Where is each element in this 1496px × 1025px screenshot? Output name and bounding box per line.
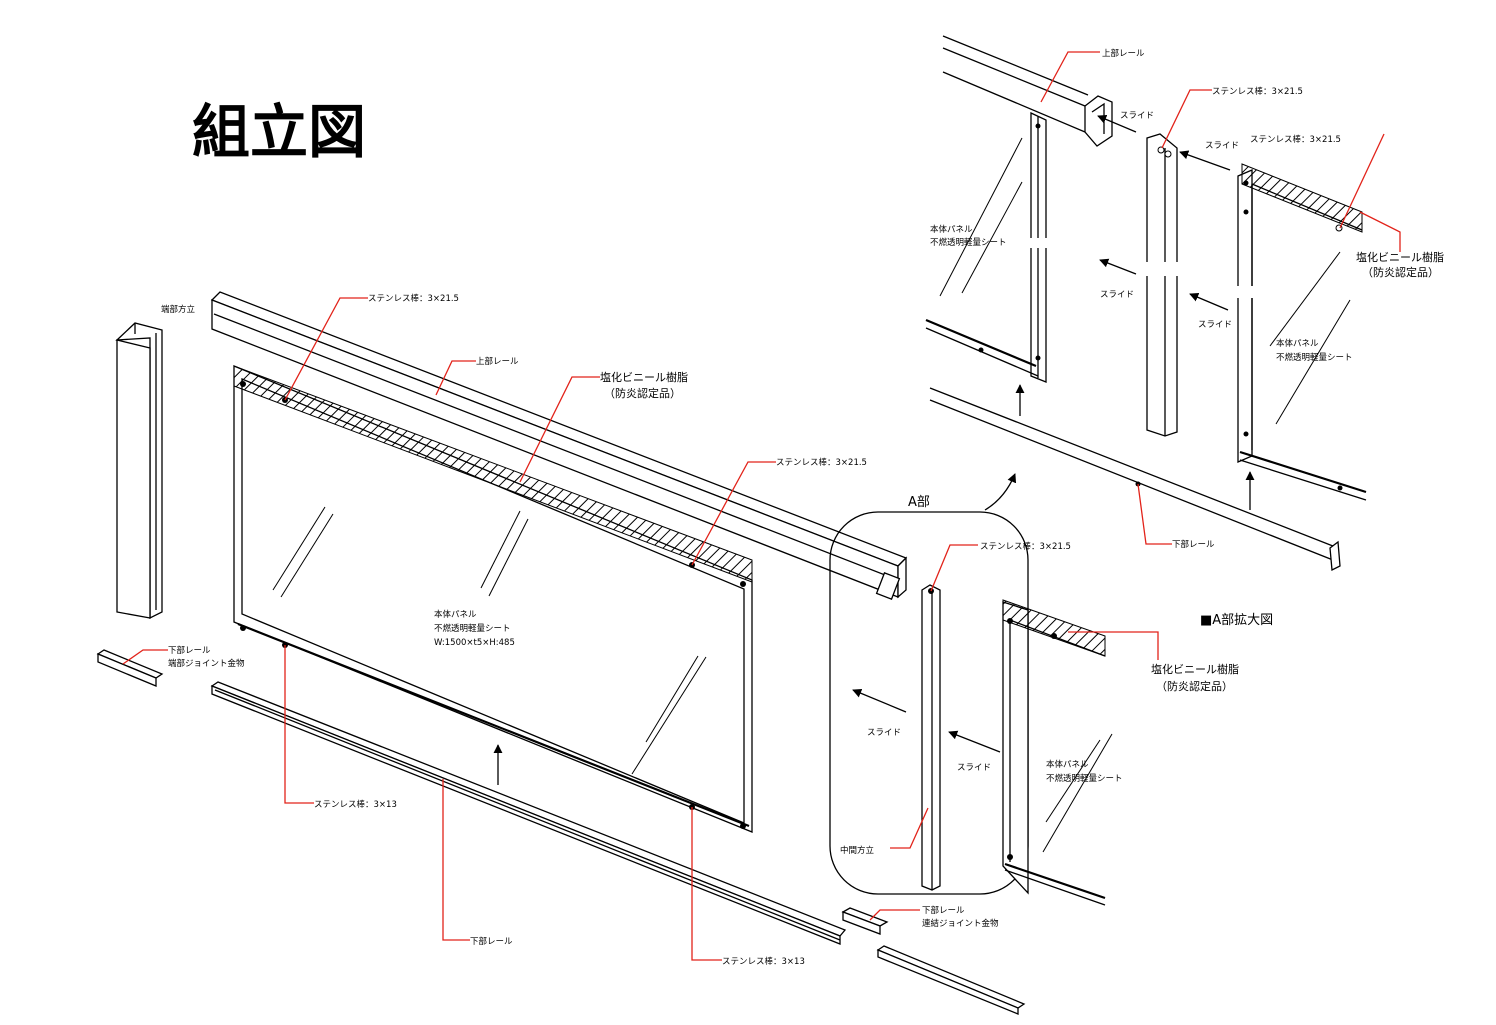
enl-pvc-1: 塩化ビニール樹脂 [1356, 250, 1444, 264]
detail-a-label: A部 [908, 495, 930, 510]
middle-post [921, 584, 941, 891]
label-ss-top-right: ステンレス棒：3×21.5 [776, 457, 867, 468]
label-ss-bottom-right: ステンレス棒：3×13 [722, 956, 805, 967]
label-pvc-2: （防炎認定品） [604, 386, 681, 400]
enl-slide-1: スライド [1120, 111, 1154, 121]
main-assembly: 端部方立 ステンレス棒：3×21.5 上部レール 塩化ビニール樹脂 （防炎認定品… [96, 291, 1026, 1015]
enl-slide-4: スライド [1198, 320, 1232, 330]
label-ss-bottom-left: ステンレス棒：3×13 [314, 799, 397, 810]
detail-a-panel-1: 本体パネル [1046, 759, 1089, 770]
end-joint [96, 649, 164, 687]
detail-a-slide-left: スライド [867, 728, 901, 738]
label-panel-1: 本体パネル [434, 609, 477, 620]
detail-a-pvc-1: 塩化ビニール樹脂 [1151, 662, 1239, 676]
end-post [115, 322, 163, 620]
detail-a: A部 ステンレス棒：3×21.5 スライド スライド 中間方立 本体パネル 不燃 [829, 473, 1273, 906]
page-title: 組立図 [192, 98, 366, 166]
enl-panel-right-2: 不燃透明軽量シート [1276, 352, 1353, 363]
label-end-joint-1: 下部レール [168, 645, 211, 656]
label-conn-joint-1: 下部レール [922, 905, 965, 916]
label-panel-3: W:1500×t5×H:485 [434, 638, 515, 648]
label-pvc-1: 塩化ビニール樹脂 [600, 370, 688, 384]
detail-a-ss: ステンレス棒：3×21.5 [980, 541, 1071, 552]
detail-a-panel-2: 不燃透明軽量シート [1046, 773, 1123, 784]
label-bottom-rail: 下部レール [470, 936, 513, 947]
enlarged-view: 上部レール ステンレス棒：3×21.5 ステンレス棒：3×21.5 スライド ス… [925, 35, 1444, 572]
label-panel-2: 不燃透明軽量シート [434, 623, 511, 634]
label-ss-top-left: ステンレス棒：3×21.5 [368, 293, 459, 304]
detail-a-slide-right: スライド [957, 763, 991, 773]
enlarged-bottom-rail [929, 387, 1341, 572]
label-top-rail: 上部レール [476, 356, 519, 367]
bottom-rail-next [876, 945, 1026, 1015]
enl-slide-3: スライド [1100, 290, 1134, 300]
top-rail [210, 291, 908, 600]
label-conn-joint-2: 連結ジョイント金物 [922, 918, 999, 929]
enlarged-middle-post [1142, 133, 1182, 437]
enl-ss-2: ステンレス棒：3×21.5 [1250, 134, 1341, 145]
enl-toprail: 上部レール [1102, 48, 1145, 59]
enl-pvc-2: （防炎認定品） [1362, 265, 1439, 279]
enl-bottomrail: 下部レール [1172, 539, 1215, 550]
bottom-rail [210, 681, 847, 945]
enl-panel-left-2: 不燃透明軽量シート [930, 237, 1007, 248]
detail-a-midpost: 中間方立 [840, 845, 875, 856]
enl-slide-2: スライド [1205, 141, 1239, 151]
label-end-post: 端部方立 [161, 304, 196, 315]
detail-a-pvc-2: （防炎認定品） [1156, 679, 1233, 693]
connecting-joint [841, 907, 889, 935]
enl-panel-left-1: 本体パネル [930, 224, 973, 235]
label-end-joint-2: 端部ジョイント金物 [168, 658, 245, 669]
panel [233, 365, 753, 833]
enl-panel-right-1: 本体パネル [1276, 338, 1319, 349]
enl-ss-1: ステンレス棒：3×21.5 [1212, 86, 1303, 97]
enlarged-caption: ■A部拡大図 [1200, 613, 1273, 628]
